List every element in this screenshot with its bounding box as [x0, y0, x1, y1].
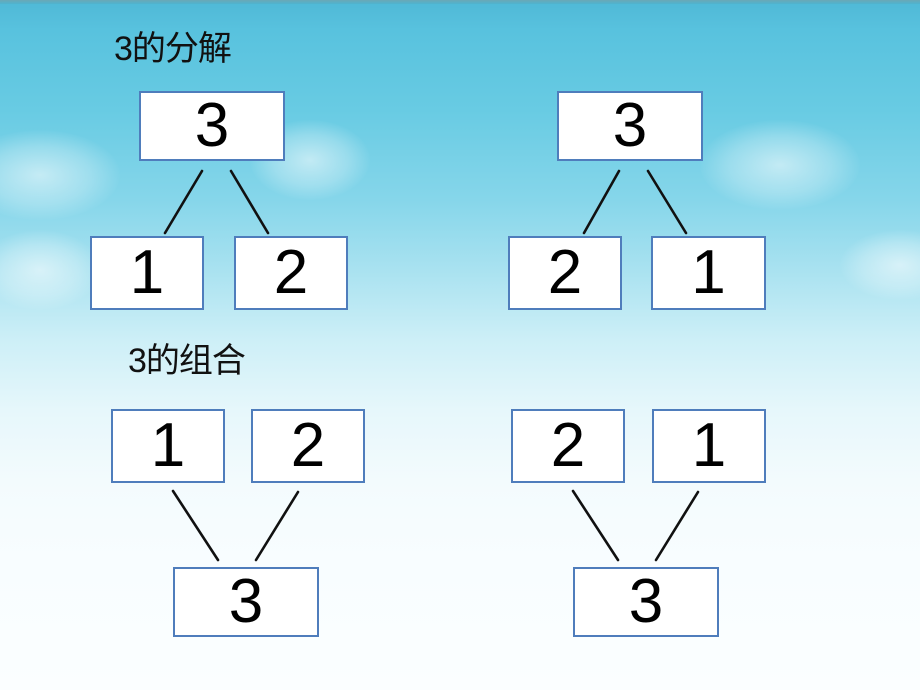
- decomp-2-part-left-box: 2: [508, 236, 622, 310]
- cloud-decoration: [840, 230, 920, 300]
- comp-1-part-left-box: 1: [111, 409, 225, 483]
- decomp-2-whole-box: 3: [557, 91, 703, 161]
- comp-2-part-right-box: 1: [652, 409, 766, 483]
- composition-heading: 3的组合: [128, 342, 246, 380]
- decomposition-heading: 3的分解: [114, 30, 232, 68]
- decomp-1-part-right-box: 2: [234, 236, 348, 310]
- connector-line: [654, 490, 700, 562]
- cloud-decoration: [0, 230, 100, 310]
- connector-line: [163, 169, 204, 235]
- slide-top-border: [0, 0, 920, 4]
- cloud-decoration: [700, 120, 860, 210]
- decomp-1-part-left-box: 1: [90, 236, 204, 310]
- comp-2-part-left-box: 2: [511, 409, 625, 483]
- connector-line: [254, 490, 300, 562]
- connector-line: [582, 169, 621, 235]
- comp-2-whole-box: 3: [573, 567, 719, 637]
- connector-line: [571, 489, 620, 562]
- comp-1-part-right-box: 2: [251, 409, 365, 483]
- comp-1-whole-box: 3: [173, 567, 319, 637]
- decomp-1-whole-box: 3: [139, 91, 285, 161]
- decomp-2-part-right-box: 1: [651, 236, 766, 310]
- connector-line: [171, 489, 220, 562]
- connector-line: [646, 169, 688, 235]
- cloud-decoration: [0, 130, 120, 220]
